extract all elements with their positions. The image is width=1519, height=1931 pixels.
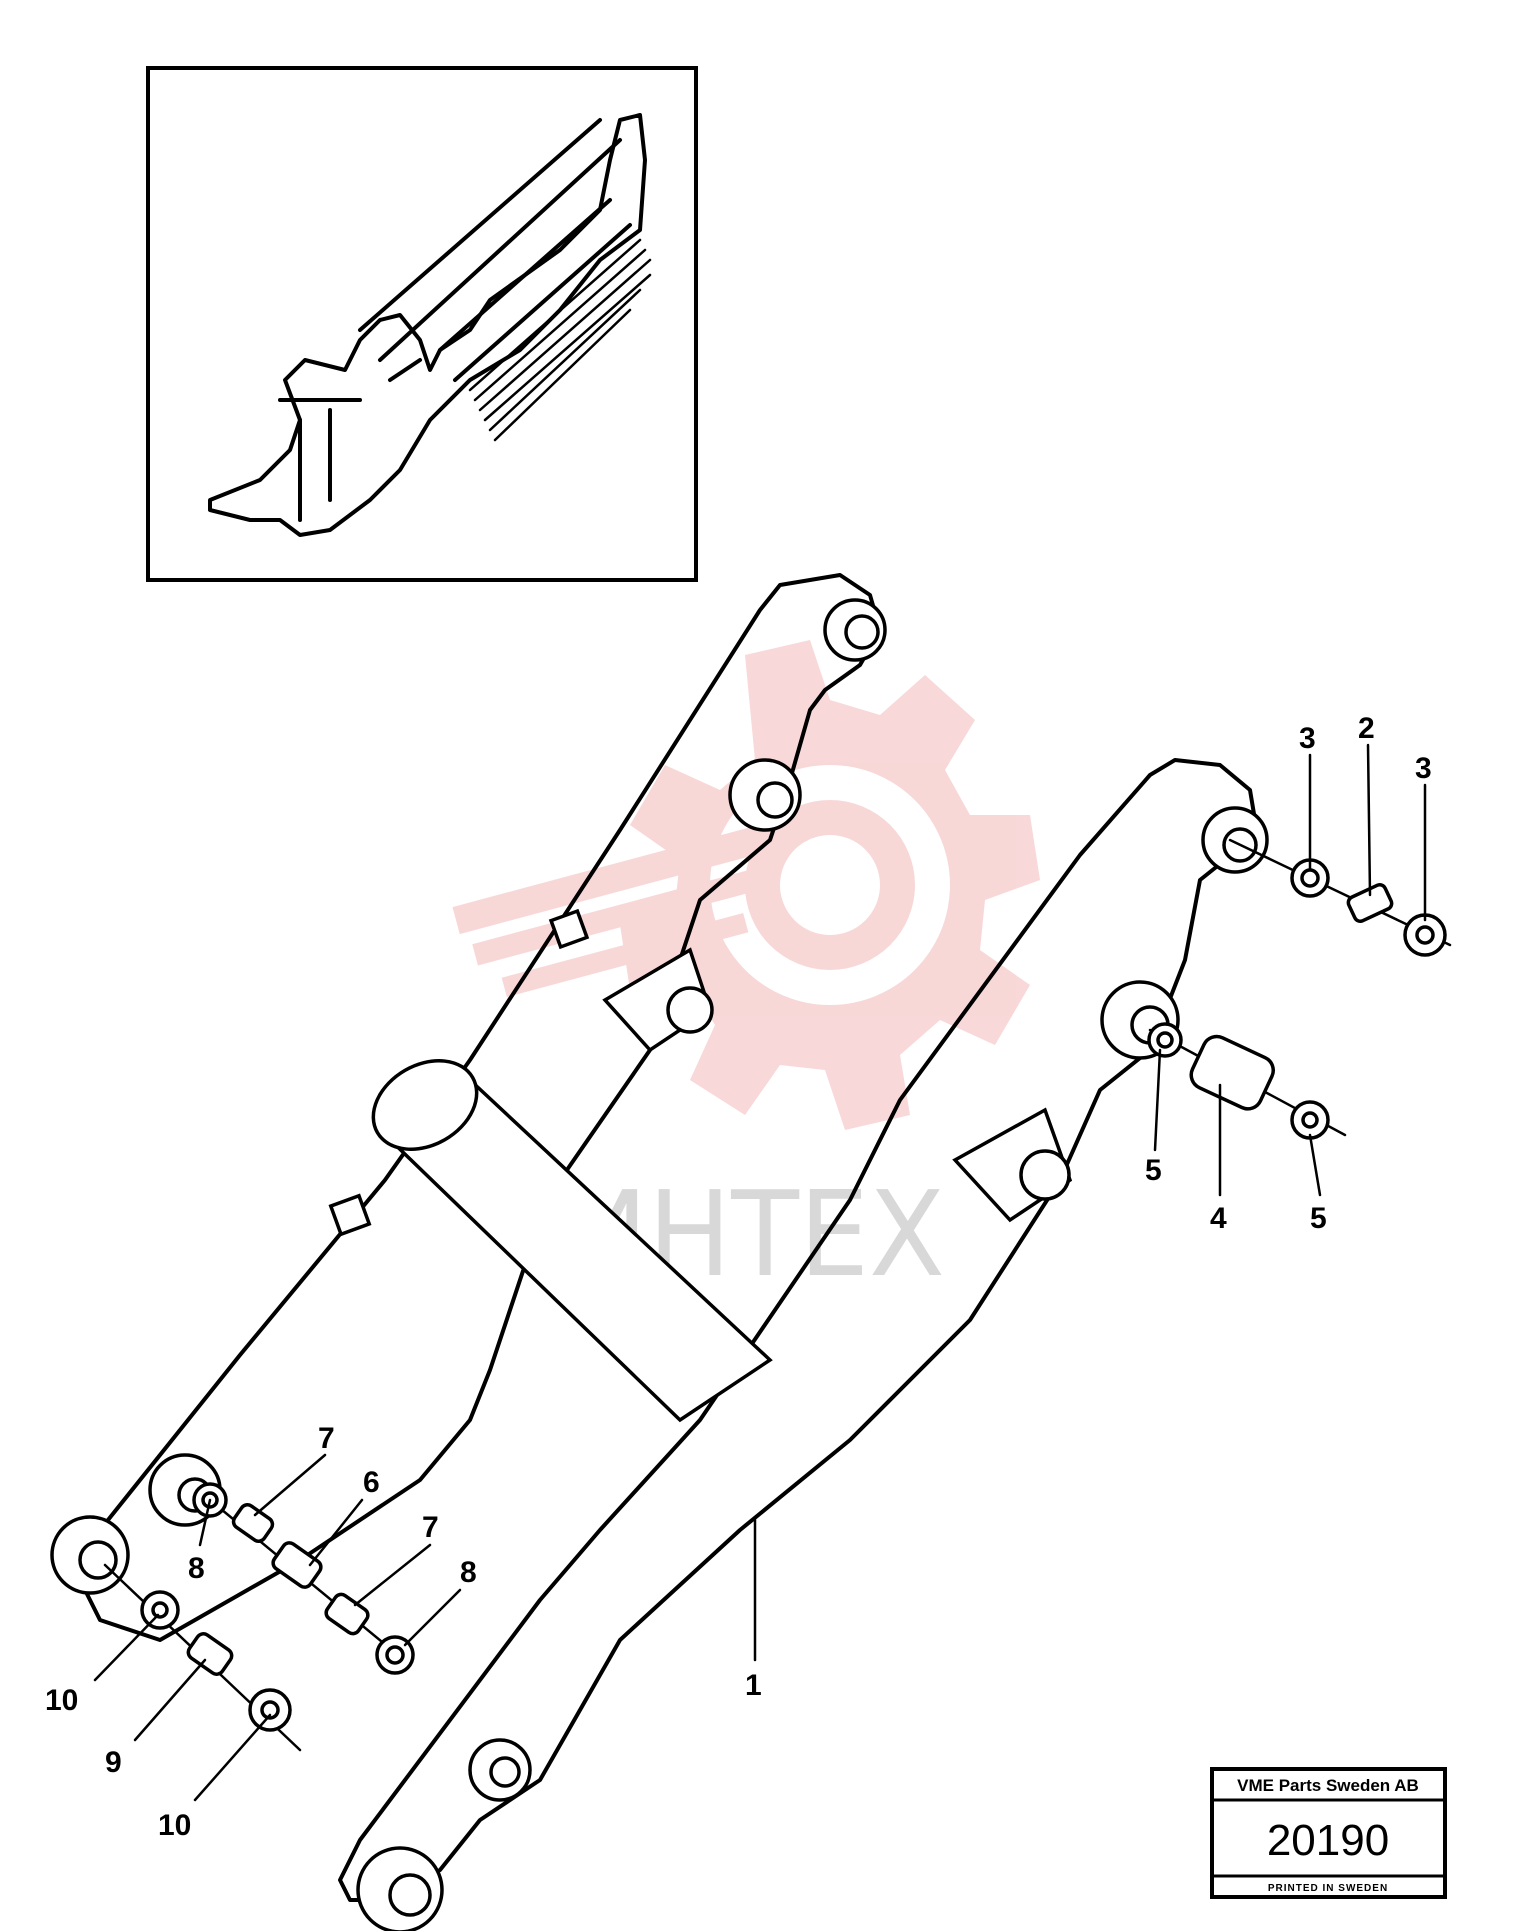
- parts-stamp: VME Parts Sweden AB 20190 PRINTED IN SWE…: [1210, 1767, 1447, 1899]
- bushing-2: [1346, 882, 1394, 924]
- callout-9: 9: [105, 1746, 122, 1779]
- sleeve-4: [1189, 1034, 1275, 1111]
- callout-3: 3: [1415, 752, 1432, 785]
- stamp-number: 20190: [1267, 1816, 1389, 1865]
- callout-7: 7: [318, 1422, 335, 1455]
- callout-5: 5: [1145, 1154, 1162, 1187]
- callout-10: 10: [158, 1809, 191, 1842]
- callout-10: 10: [45, 1684, 78, 1717]
- callout-8: 8: [460, 1556, 477, 1589]
- callout-7: 7: [422, 1511, 439, 1544]
- callout-8: 8: [188, 1552, 205, 1585]
- leader-lines: [93, 743, 1427, 1802]
- bushing-9: [186, 1632, 234, 1676]
- callout-2: 2: [1358, 712, 1375, 745]
- bushing-6: [271, 1541, 323, 1589]
- boom-frame: [50, 573, 1269, 1931]
- callout-5: 5: [1310, 1202, 1327, 1235]
- overview-inset: [146, 66, 698, 582]
- bushing-7b: [324, 1592, 370, 1636]
- callout-3: 3: [1299, 722, 1316, 755]
- watermark-gear-icon: [452, 640, 1040, 1130]
- callout-4: 4: [1210, 1202, 1227, 1235]
- bushing-7a: [231, 1503, 275, 1543]
- exploded-parts: [103, 838, 1452, 1752]
- callout-6: 6: [363, 1466, 380, 1499]
- stamp-company: VME Parts Sweden AB: [1237, 1776, 1419, 1795]
- callout-1: 1: [745, 1669, 762, 1702]
- callout-labels: 1 2 3 3 4 5 5 6 7 7 8 8 9 10 10: [45, 712, 1432, 1842]
- stamp-footer: PRINTED IN SWEDEN: [1268, 1883, 1388, 1894]
